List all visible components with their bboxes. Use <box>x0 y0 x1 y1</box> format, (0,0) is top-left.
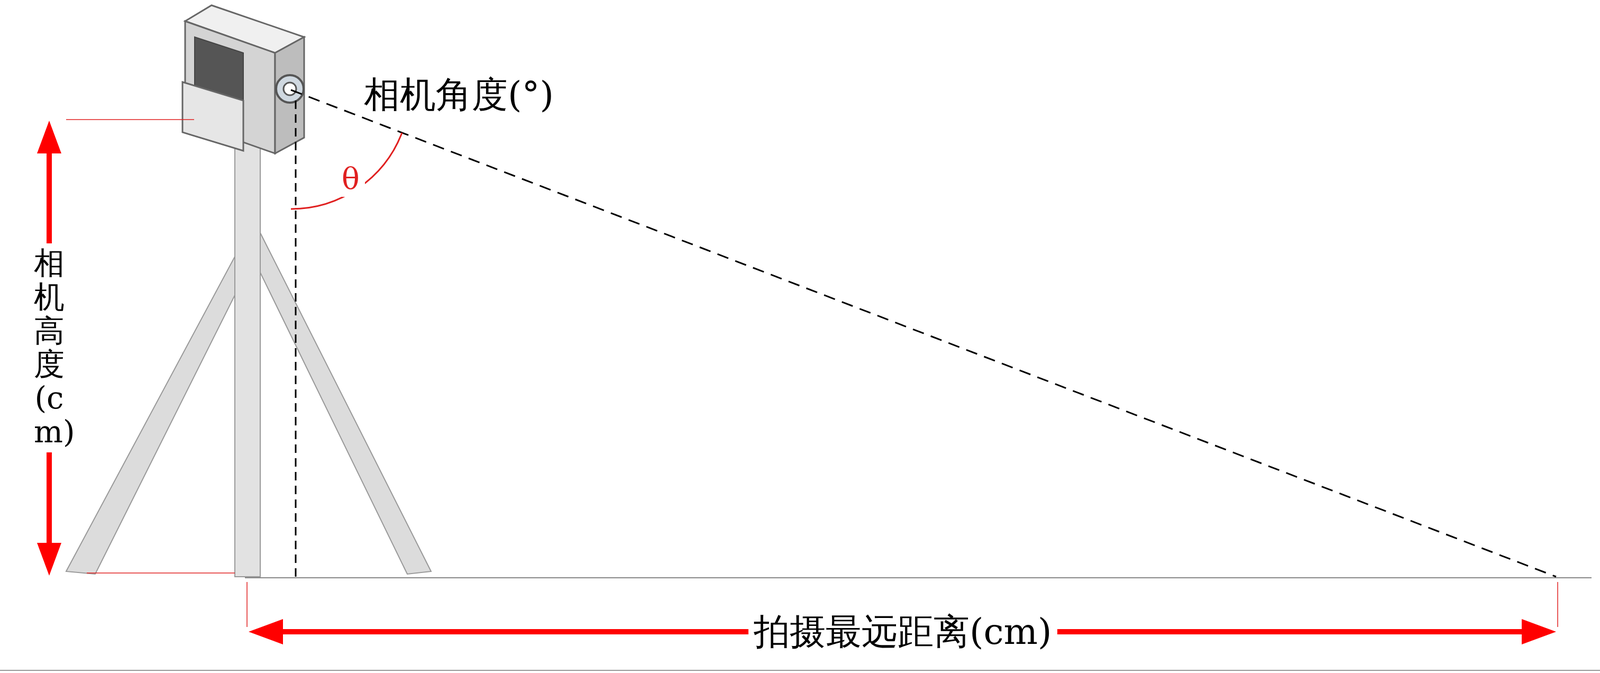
tripod-leg <box>66 248 253 574</box>
camera-lens <box>276 75 304 103</box>
tripod-pole <box>234 142 261 577</box>
dimension-tick <box>1557 581 1559 627</box>
frame-line <box>0 669 1600 671</box>
tripod-leg <box>248 232 432 574</box>
arrow-head <box>248 618 283 645</box>
leader-line <box>86 572 235 574</box>
vertical-dashed-line <box>295 100 297 578</box>
ground-line <box>244 577 1592 579</box>
dimension-tick <box>246 581 248 627</box>
arrow-head <box>37 120 62 154</box>
leader-line <box>66 119 195 121</box>
arrow-head <box>37 542 62 576</box>
angle-arc <box>290 132 402 209</box>
angle-label: 相机角度(°) <box>363 74 554 116</box>
sight-line <box>290 89 1557 577</box>
lens-center <box>283 82 297 96</box>
flip-screen <box>182 81 244 151</box>
arrow-head <box>1521 618 1557 645</box>
angle-symbol: θ <box>336 160 365 197</box>
height-label: 相机高度(cm) <box>31 243 67 453</box>
distance-label: 拍摄最远距离(cm) <box>748 609 1058 654</box>
camera-front <box>275 37 305 154</box>
